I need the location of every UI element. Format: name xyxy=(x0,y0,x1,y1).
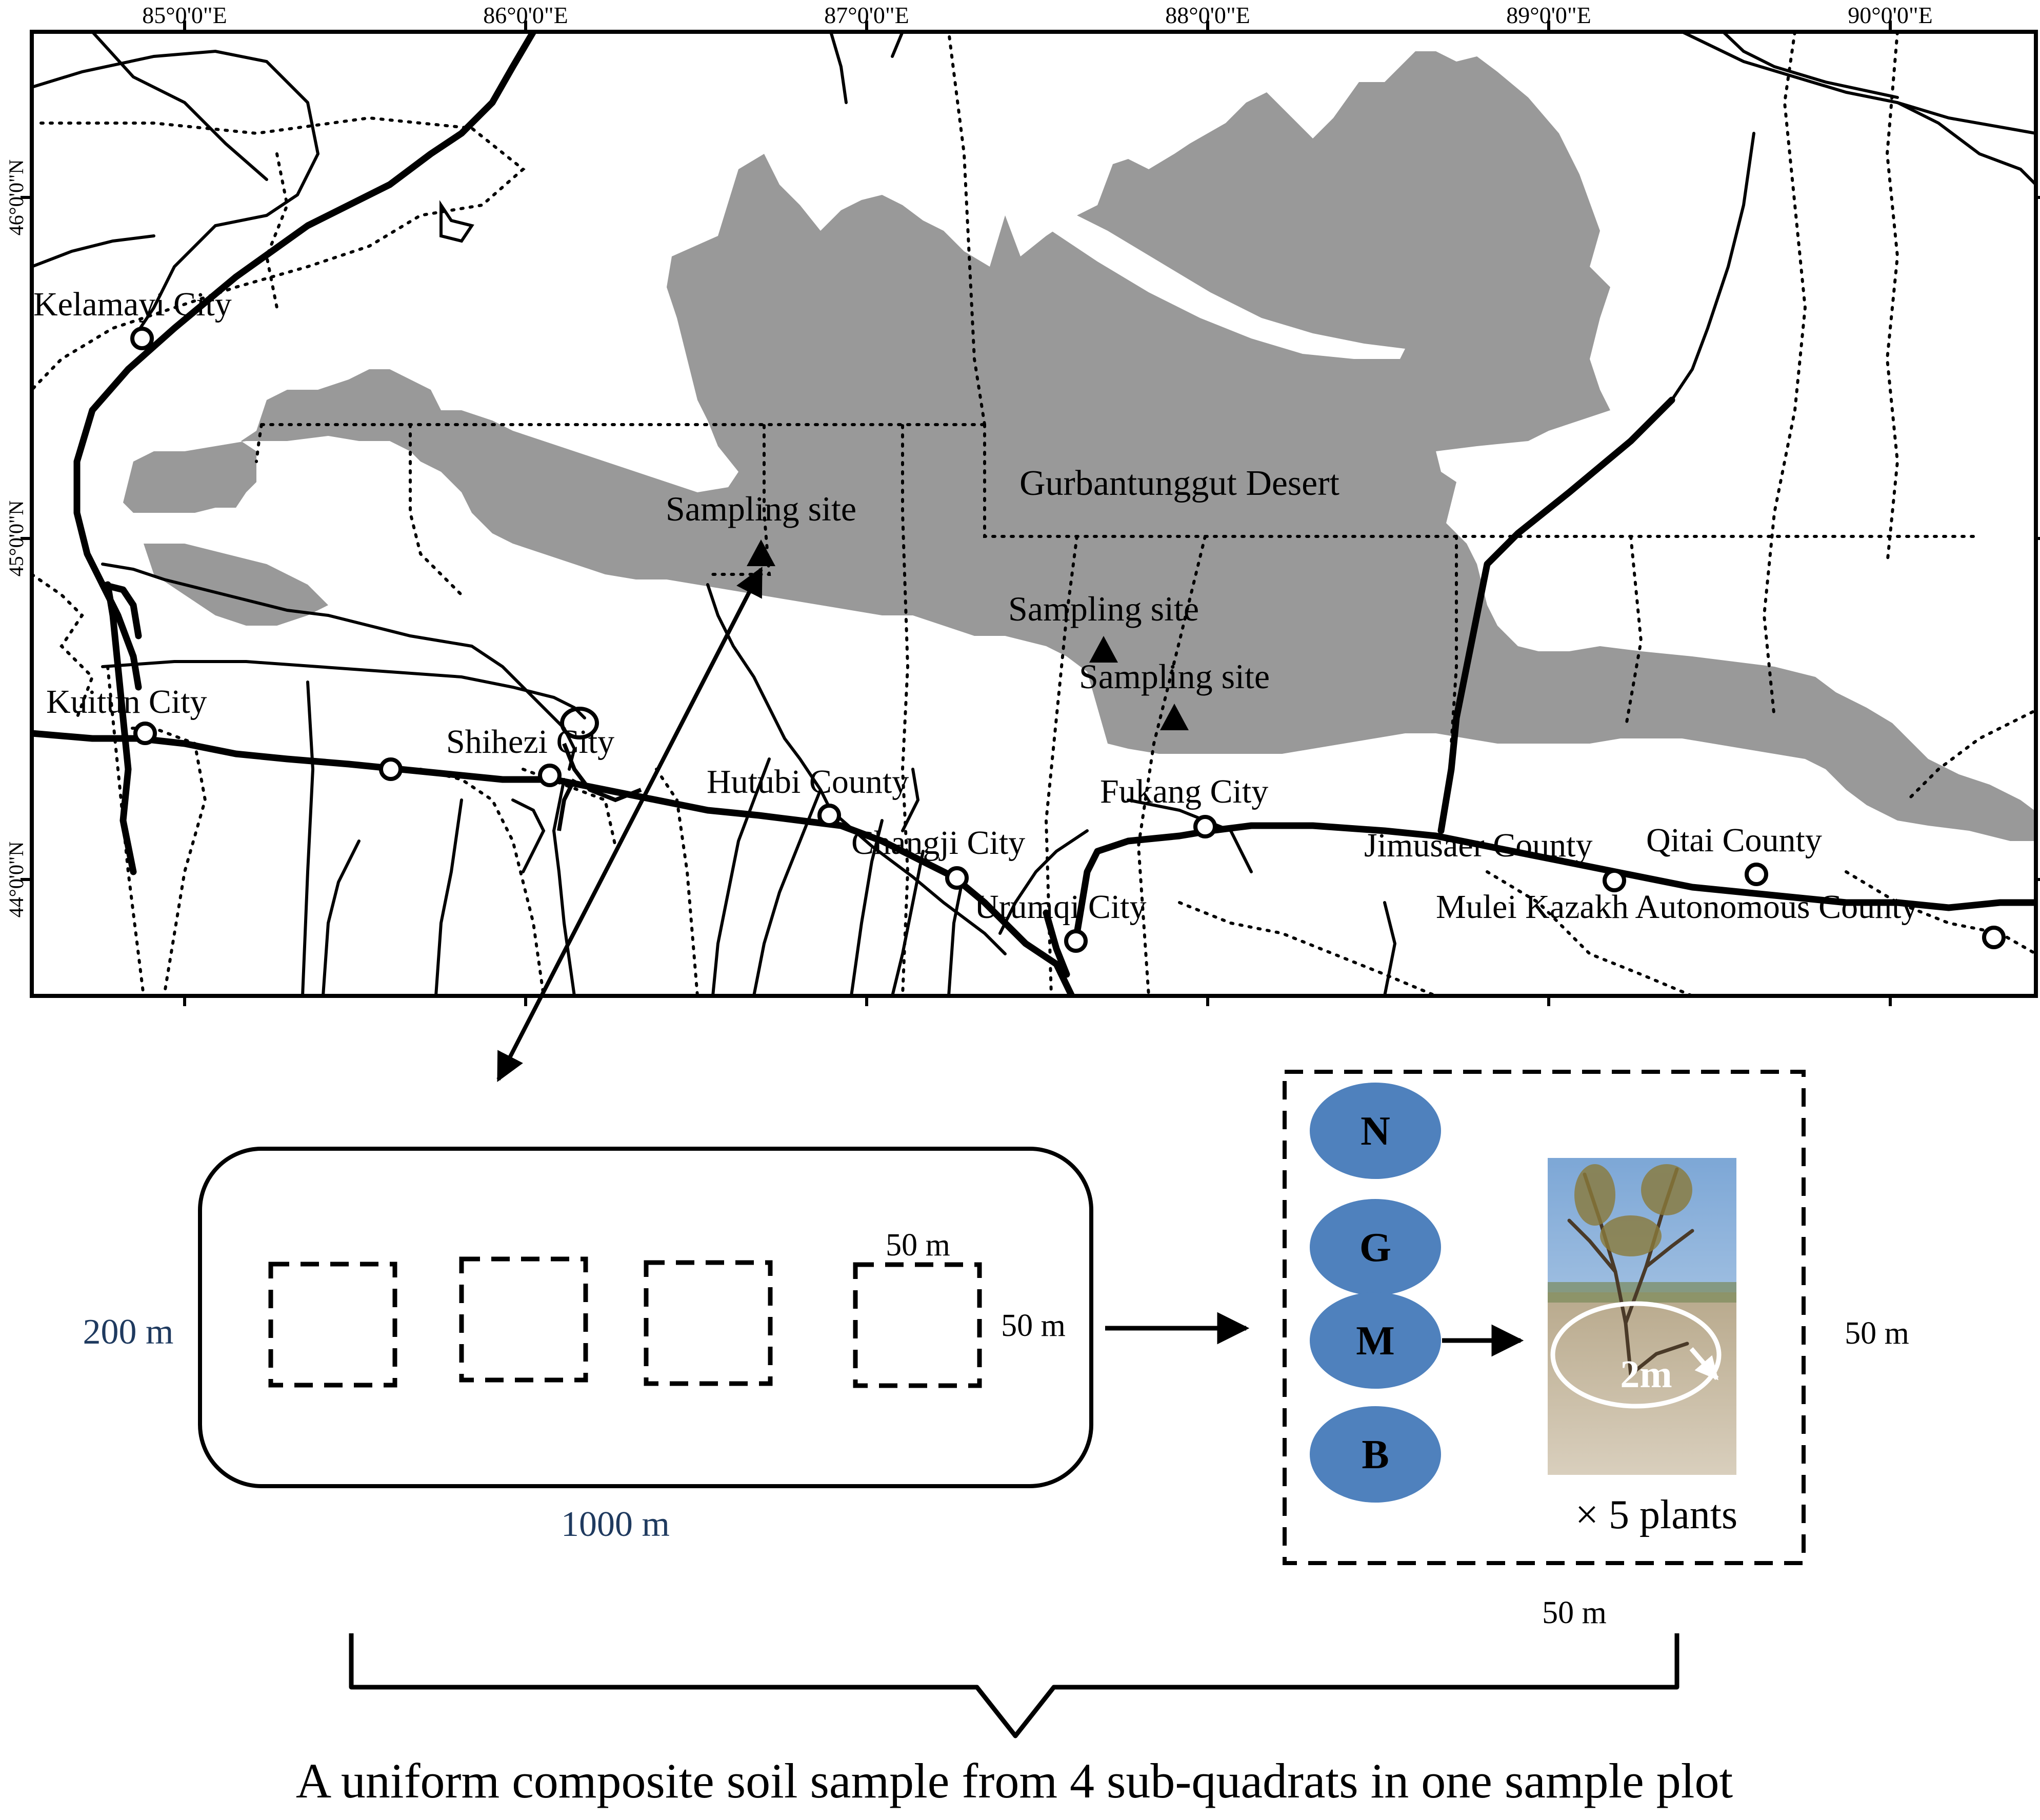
position-label: B xyxy=(1362,1432,1389,1477)
city-label: Changji City xyxy=(851,824,1025,862)
city-marker xyxy=(1982,926,2006,949)
city-marker xyxy=(133,722,157,745)
city-label: Urumqi City xyxy=(974,888,1147,926)
sampling-site-marker xyxy=(1089,636,1118,663)
desert-label: Gurbantunggut Desert xyxy=(1019,464,1340,503)
latitude-labels: 46°0'0"N 45°0'0"N 44°0'0"N xyxy=(5,159,28,917)
grouping-brace xyxy=(349,1633,1679,1738)
city-marker xyxy=(817,804,841,827)
lat-label: 45°0'0"N xyxy=(5,501,28,576)
city-label: Jimusaer County xyxy=(1364,827,1592,864)
city-marker xyxy=(1603,869,1626,892)
lat-label: 46°0'0"N xyxy=(5,159,28,235)
city-marker xyxy=(379,757,403,781)
sampling-site-label: Sampling site xyxy=(1008,589,1199,628)
plot-width-label: 1000 m xyxy=(561,1505,670,1544)
position-badge xyxy=(1310,1199,1441,1295)
sampling-site-label: Sampling site xyxy=(666,489,856,528)
city-label: Mulei Kazakh Autonomous County xyxy=(1436,888,1918,926)
city-marker xyxy=(1193,815,1217,838)
sample-plot-diagram: 200 m 1000 m 50 m 50 m xyxy=(83,1147,1093,1544)
sample-plot xyxy=(198,1147,1093,1488)
city-label: Kuitun City xyxy=(46,683,207,721)
city-markers xyxy=(130,327,2006,953)
figure-caption: A uniform composite soil sample from 4 s… xyxy=(296,1753,1733,1808)
position-label: G xyxy=(1359,1225,1391,1270)
position-label: M xyxy=(1356,1318,1395,1364)
shrub-photo: 2m xyxy=(1548,1158,1736,1475)
sampling-positions: N G M B xyxy=(1310,1083,1441,1503)
sampling-radius-circle xyxy=(1550,1301,1722,1409)
sampling-site-marker xyxy=(1160,704,1189,730)
city-label: Kelamayi City xyxy=(33,286,232,323)
longitude-labels: 85°0'0"E 86°0'0"E 87°0'0"E 88°0'0"E 89°0… xyxy=(142,2,1933,28)
sampling-site-marker xyxy=(747,539,775,566)
quadrat-detail: N G M B xyxy=(1283,1070,1909,1630)
lon-label: 90°0'0"E xyxy=(1848,2,1933,28)
study-area-map: 85°0'0"E 86°0'0"E 87°0'0"E 88°0'0"E 89°0… xyxy=(5,2,2040,1006)
graticule-ticks xyxy=(21,21,2040,1006)
zoom-arrow xyxy=(496,567,763,1082)
city-label: Shihezi City xyxy=(446,723,614,761)
position-badge xyxy=(1310,1292,1441,1389)
desert-area xyxy=(123,51,2036,841)
sub-quadrat xyxy=(853,1262,982,1388)
quadrat-height-label: 50 m xyxy=(1001,1308,1066,1343)
quadrat-width-label: 50 m xyxy=(886,1228,950,1263)
position-badge xyxy=(1310,1406,1441,1503)
sub-quadrat xyxy=(644,1260,773,1386)
quadrat-bottom-label: 50 m xyxy=(1542,1595,1607,1630)
lon-label: 87°0'0"E xyxy=(824,2,909,28)
lon-label: 88°0'0"E xyxy=(1165,2,1250,28)
lat-label: 44°0'0"N xyxy=(5,842,28,917)
lon-label: 89°0'0"E xyxy=(1506,2,1591,28)
city-marker xyxy=(130,327,154,350)
city-marker xyxy=(945,866,969,890)
city-marker xyxy=(1745,863,1768,886)
plot-height-label: 200 m xyxy=(83,1312,174,1352)
sampling-sites: Sampling site Sampling site Sampling sit… xyxy=(666,489,1270,730)
city-label: Hutubi County xyxy=(707,763,909,801)
lon-label: 85°0'0"E xyxy=(142,2,227,28)
highways xyxy=(32,32,2036,996)
sub-quadrats xyxy=(268,1256,982,1388)
city-label: Fukang City xyxy=(1100,773,1268,810)
city-marker xyxy=(1064,929,1088,953)
position-badge xyxy=(1310,1083,1441,1179)
lon-label: 86°0'0"E xyxy=(483,2,568,28)
city-labels: Kelamayi City Kuitun City Shihezi City H… xyxy=(33,286,1918,926)
sub-quadrat xyxy=(459,1256,588,1383)
city-marker xyxy=(538,764,562,787)
quadrat-side-label: 50 m xyxy=(1845,1316,1909,1351)
radius-arrow xyxy=(1689,1347,1719,1381)
radius-label: 2m xyxy=(1620,1353,1672,1396)
desert-fragment xyxy=(144,544,328,626)
city-label: Qitai County xyxy=(1646,822,1822,859)
map-neatline xyxy=(31,31,2036,996)
sub-quadrat xyxy=(268,1262,397,1388)
sampling-site-label: Sampling site xyxy=(1079,657,1270,696)
position-label: N xyxy=(1361,1109,1390,1154)
plant-count-label: × 5 plants xyxy=(1575,1492,1737,1537)
